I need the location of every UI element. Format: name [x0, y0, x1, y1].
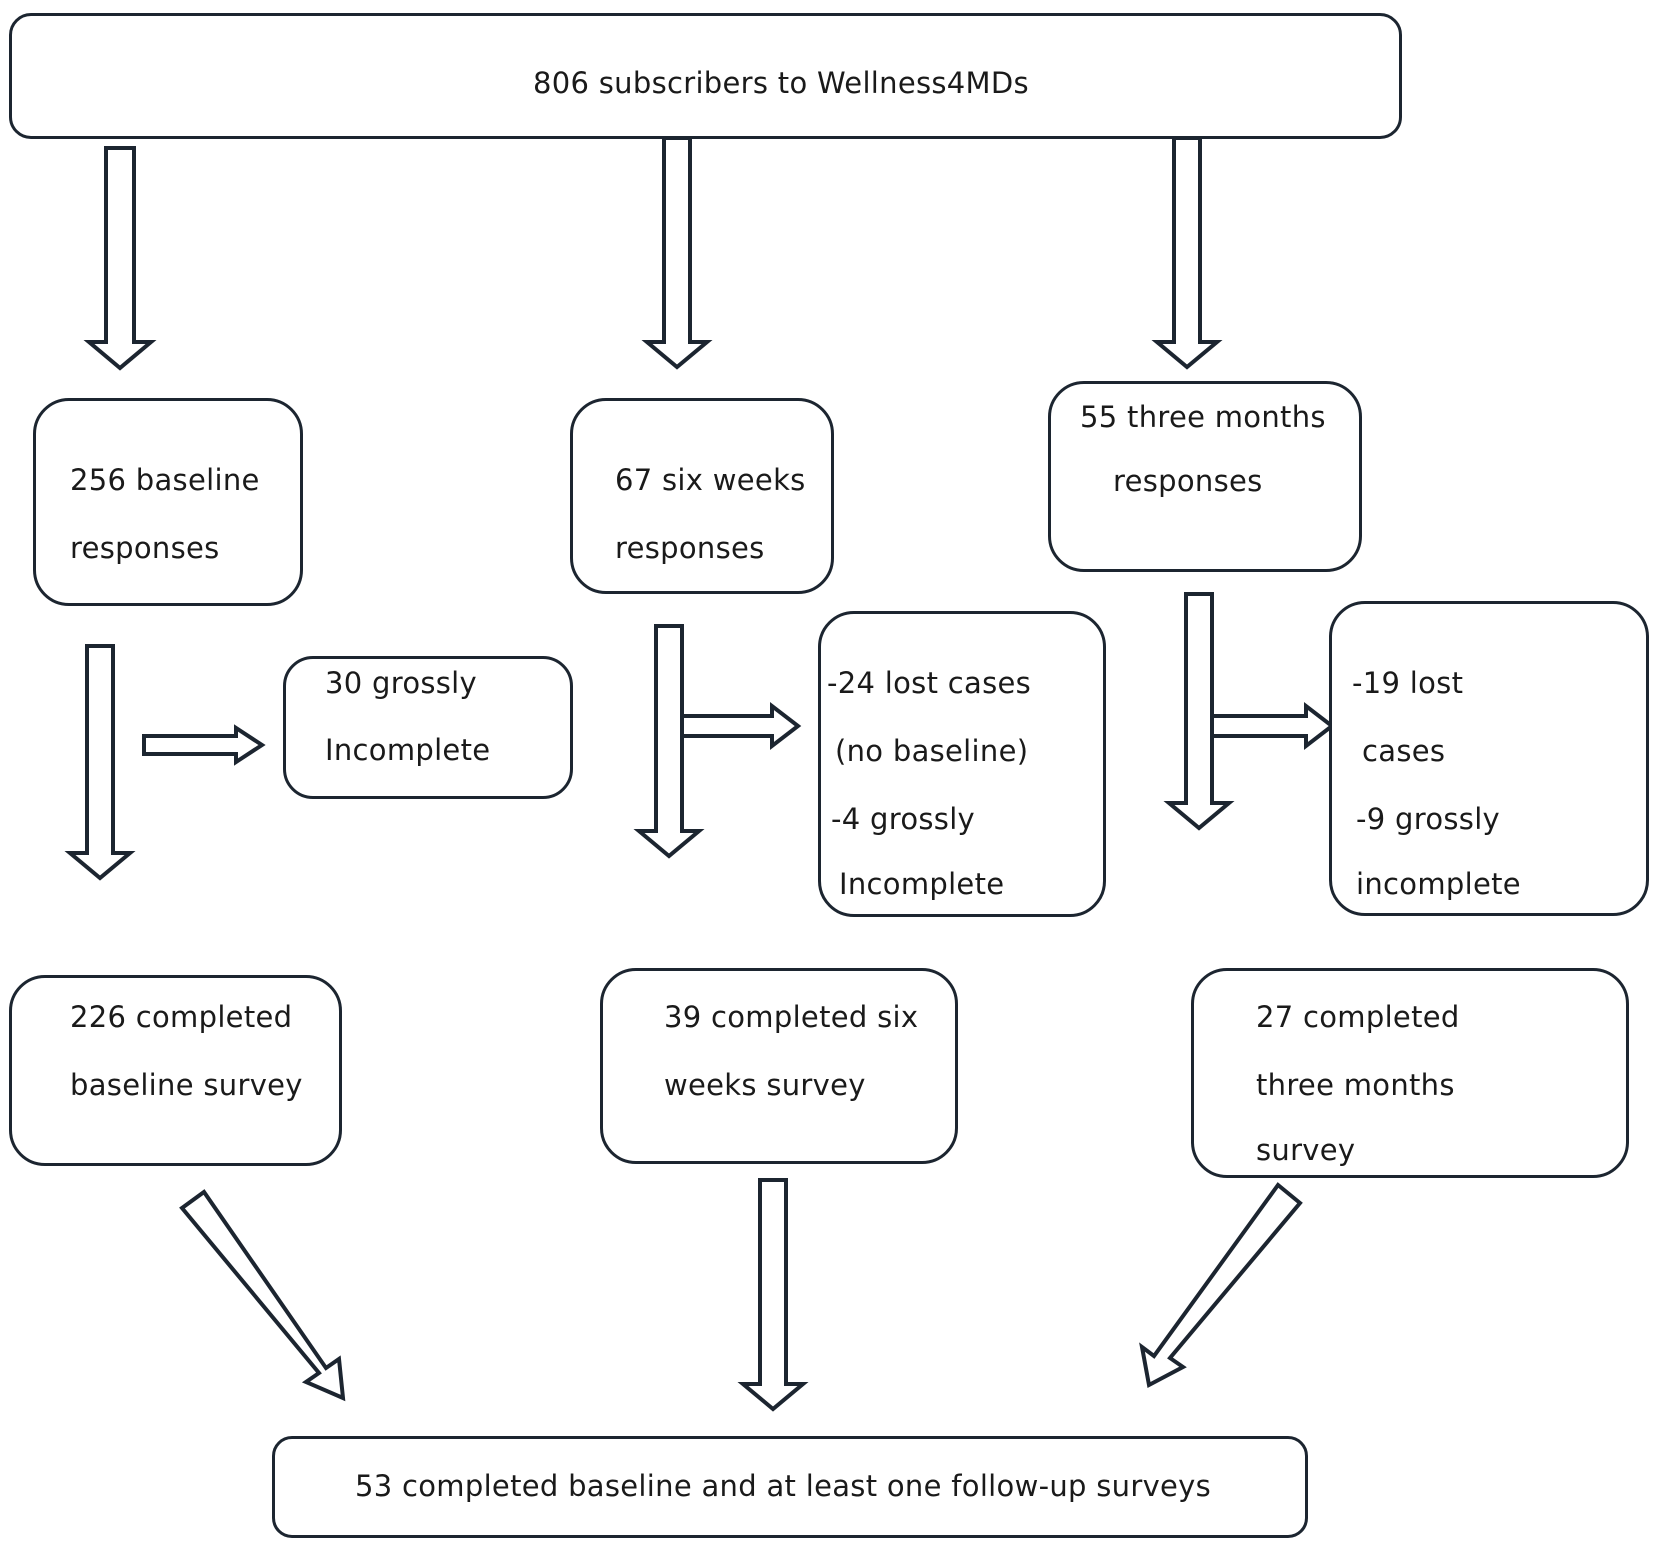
baseline-excluded-line2: Incomplete — [325, 733, 491, 767]
arrow-three-months-to-final — [1139, 1182, 1303, 1389]
baseline-completed-box: 226 completed baseline survey — [9, 975, 342, 1166]
six-weeks-completed-line2: weeks survey — [664, 1068, 866, 1102]
arrow-three-months-to-excluded — [1210, 701, 1336, 751]
final-text: 53 completed baseline and at least one f… — [355, 1469, 1212, 1503]
subscribers-box: 806 subscribers to Wellness4MDs — [9, 13, 1402, 139]
three-months-excluded-line1: -19 lost — [1352, 666, 1464, 700]
six-weeks-excluded-box: -24 lost cases (no baseline) -4 grossly … — [818, 611, 1106, 917]
six-weeks-excluded-line2: (no baseline) — [835, 734, 1029, 768]
three-months-responses-line2: responses — [1113, 464, 1263, 498]
baseline-completed-line2: baseline survey — [70, 1068, 303, 1102]
three-months-responses-box: 55 three months responses — [1048, 381, 1362, 572]
six-weeks-responses-line1: 67 six weeks — [615, 463, 806, 497]
arrow-top-to-baseline — [83, 146, 157, 371]
arrow-baseline-down — [64, 644, 136, 881]
three-months-completed-line2: three months — [1256, 1068, 1455, 1102]
six-weeks-responses-line2: responses — [615, 531, 765, 565]
arrow-six-weeks-to-final — [737, 1178, 809, 1412]
six-weeks-completed-line1: 39 completed six — [664, 1000, 919, 1034]
six-weeks-responses-box: 67 six weeks responses — [570, 398, 834, 594]
three-months-completed-line3: survey — [1256, 1133, 1356, 1167]
arrow-baseline-to-final — [179, 1189, 346, 1402]
baseline-responses-line1: 256 baseline — [70, 463, 260, 497]
final-box: 53 completed baseline and at least one f… — [272, 1436, 1308, 1538]
three-months-excluded-line2: cases — [1362, 734, 1446, 768]
three-months-excluded-box: -19 lost cases -9 grossly incomplete — [1329, 601, 1649, 916]
arrow-six-weeks-down — [633, 624, 705, 859]
baseline-responses-box: 256 baseline responses — [33, 398, 303, 606]
six-weeks-excluded-line1: -24 lost cases — [827, 666, 1032, 700]
three-months-responses-line1: 55 three months — [1080, 400, 1326, 434]
baseline-completed-line1: 226 completed — [70, 1000, 293, 1034]
six-weeks-excluded-line4: Incomplete — [839, 867, 1005, 901]
three-months-excluded-line4: incomplete — [1356, 867, 1521, 901]
three-months-completed-box: 27 completed three months survey — [1191, 968, 1629, 1178]
subscribers-text: 806 subscribers to Wellness4MDs — [533, 66, 1029, 100]
three-months-completed-line1: 27 completed — [1256, 1000, 1460, 1034]
arrow-baseline-to-excluded — [142, 724, 266, 766]
baseline-excluded-box: 30 grossly Incomplete — [283, 656, 573, 799]
arrow-top-to-three-months — [1151, 136, 1223, 370]
arrow-three-months-down — [1163, 592, 1235, 831]
baseline-excluded-line1: 30 grossly — [325, 666, 477, 700]
baseline-responses-line2: responses — [70, 531, 220, 565]
six-weeks-excluded-line3: -4 grossly — [831, 802, 976, 836]
three-months-excluded-line3: -9 grossly — [1356, 802, 1501, 836]
arrow-six-weeks-to-excluded — [680, 701, 802, 751]
arrow-top-to-six-weeks — [641, 136, 713, 370]
six-weeks-completed-box: 39 completed six weeks survey — [600, 968, 958, 1164]
